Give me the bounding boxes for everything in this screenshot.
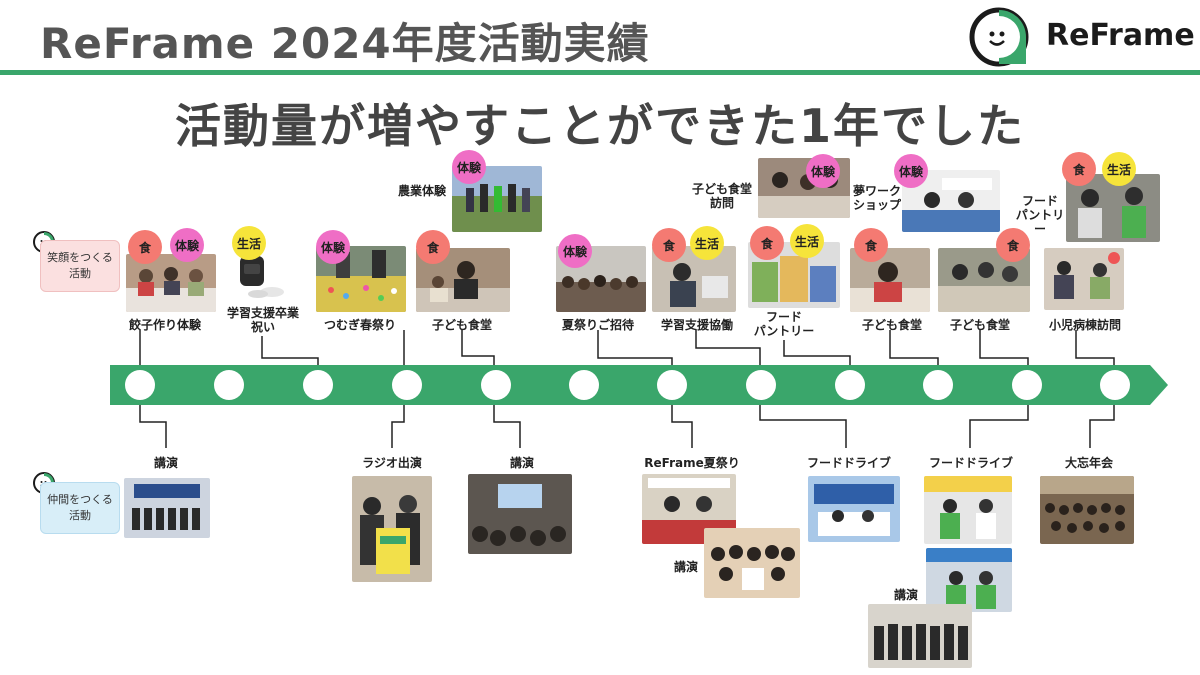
tag-food: 食 xyxy=(128,230,162,264)
event-label: フード パントリー xyxy=(753,310,815,338)
timeline-arrow-icon xyxy=(1150,365,1168,405)
event-label: ReFrame夏祭り xyxy=(644,456,740,470)
tag-food: 食 xyxy=(416,230,450,264)
tag-experience: 体験 xyxy=(894,154,928,188)
reframe-logo: ReFrame xyxy=(968,6,1195,68)
event-label: 夢ワーク ショップ xyxy=(852,184,901,212)
photo-gyoza xyxy=(126,254,216,312)
photo-lecture-4 xyxy=(868,604,972,668)
headline: 活動量が増やすことができた1年でした xyxy=(174,99,1025,153)
tag-experience: 体験 xyxy=(452,150,486,184)
tag-life: 生活 xyxy=(1102,152,1136,186)
event-label: 学習支援協働 xyxy=(660,318,733,332)
event-label: 夏祭りご招待 xyxy=(561,318,634,332)
photo-year-end-party xyxy=(1040,476,1134,544)
timeline-dot xyxy=(392,370,422,400)
photo-backpack xyxy=(232,252,288,300)
photo-farm xyxy=(452,166,542,232)
page-title: ReFrame 2024年度活動実績 xyxy=(40,19,650,68)
event-label: 餃子作り体験 xyxy=(128,318,201,332)
tag-experience: 体験 xyxy=(558,234,592,268)
event-label: フード パントリー xyxy=(1015,194,1065,236)
timeline-dot xyxy=(303,370,333,400)
photo-pediatric-ward xyxy=(1044,248,1124,310)
timeline-dot xyxy=(657,370,687,400)
photo-summer-invite xyxy=(556,246,646,312)
tag-experience: 体験 xyxy=(170,228,204,262)
photo-spring-festival xyxy=(316,246,406,312)
event-label: 子ども食堂 xyxy=(431,318,492,332)
event-label: 学習支援卒業 祝い xyxy=(226,306,299,334)
timeline-dot xyxy=(214,370,244,400)
timeline-dot xyxy=(569,370,599,400)
timeline-dot xyxy=(125,370,155,400)
photo-radio xyxy=(352,476,432,582)
event-label: 講演 xyxy=(673,560,698,574)
timeline-bar xyxy=(110,365,1150,405)
photo-lecture-2 xyxy=(468,474,572,554)
event-label: フードドライブ xyxy=(928,456,1013,470)
event-label: 大忘年会 xyxy=(1064,456,1113,470)
tag-food: 食 xyxy=(1062,152,1096,186)
photo-lecture-3 xyxy=(704,528,800,598)
header-divider xyxy=(0,70,1200,75)
event-label: 講演 xyxy=(509,456,534,470)
timeline-dot xyxy=(1012,370,1042,400)
logo-text: ReFrame xyxy=(1046,18,1195,53)
photo-food-drive-2 xyxy=(924,476,1012,544)
tag-food: 食 xyxy=(652,228,686,262)
timeline-dot xyxy=(1100,370,1130,400)
tag-food: 食 xyxy=(750,226,784,260)
event-label: 子ども食堂 訪問 xyxy=(691,182,752,210)
photo-food-drive-3 xyxy=(926,548,1012,612)
timeline-dot xyxy=(481,370,511,400)
logo-mark-icon xyxy=(969,7,1029,67)
timeline-dot xyxy=(835,370,865,400)
category-smile-activities: 笑顔をつくる 活動 xyxy=(40,240,120,292)
tag-experience: 体験 xyxy=(806,154,840,188)
event-label: 子ども食堂 xyxy=(949,318,1010,332)
event-label: ラジオ出演 xyxy=(362,456,422,470)
event-label: 子ども食堂 xyxy=(861,318,922,332)
tag-experience: 体験 xyxy=(316,230,350,264)
photo-food-drive-1 xyxy=(808,476,900,542)
photo-dream-workshop xyxy=(902,170,1000,232)
event-label: 講演 xyxy=(153,456,178,470)
event-label: 小児病棟訪問 xyxy=(1048,318,1121,332)
tag-life: 生活 xyxy=(790,224,824,258)
timeline-dot xyxy=(746,370,776,400)
category-friends-activities: 仲間をつくる 活動 xyxy=(40,482,120,534)
tag-food: 食 xyxy=(996,228,1030,262)
tag-life: 生活 xyxy=(690,226,724,260)
timeline-dot xyxy=(923,370,953,400)
tag-life: 生活 xyxy=(232,226,266,260)
event-label: 講演 xyxy=(893,588,918,602)
photo-lecture-1 xyxy=(124,478,210,538)
event-label: 農業体験 xyxy=(397,184,446,198)
tag-food: 食 xyxy=(854,228,888,262)
event-label: つむぎ春祭り xyxy=(323,318,396,332)
event-label: フードドライブ xyxy=(806,456,891,470)
